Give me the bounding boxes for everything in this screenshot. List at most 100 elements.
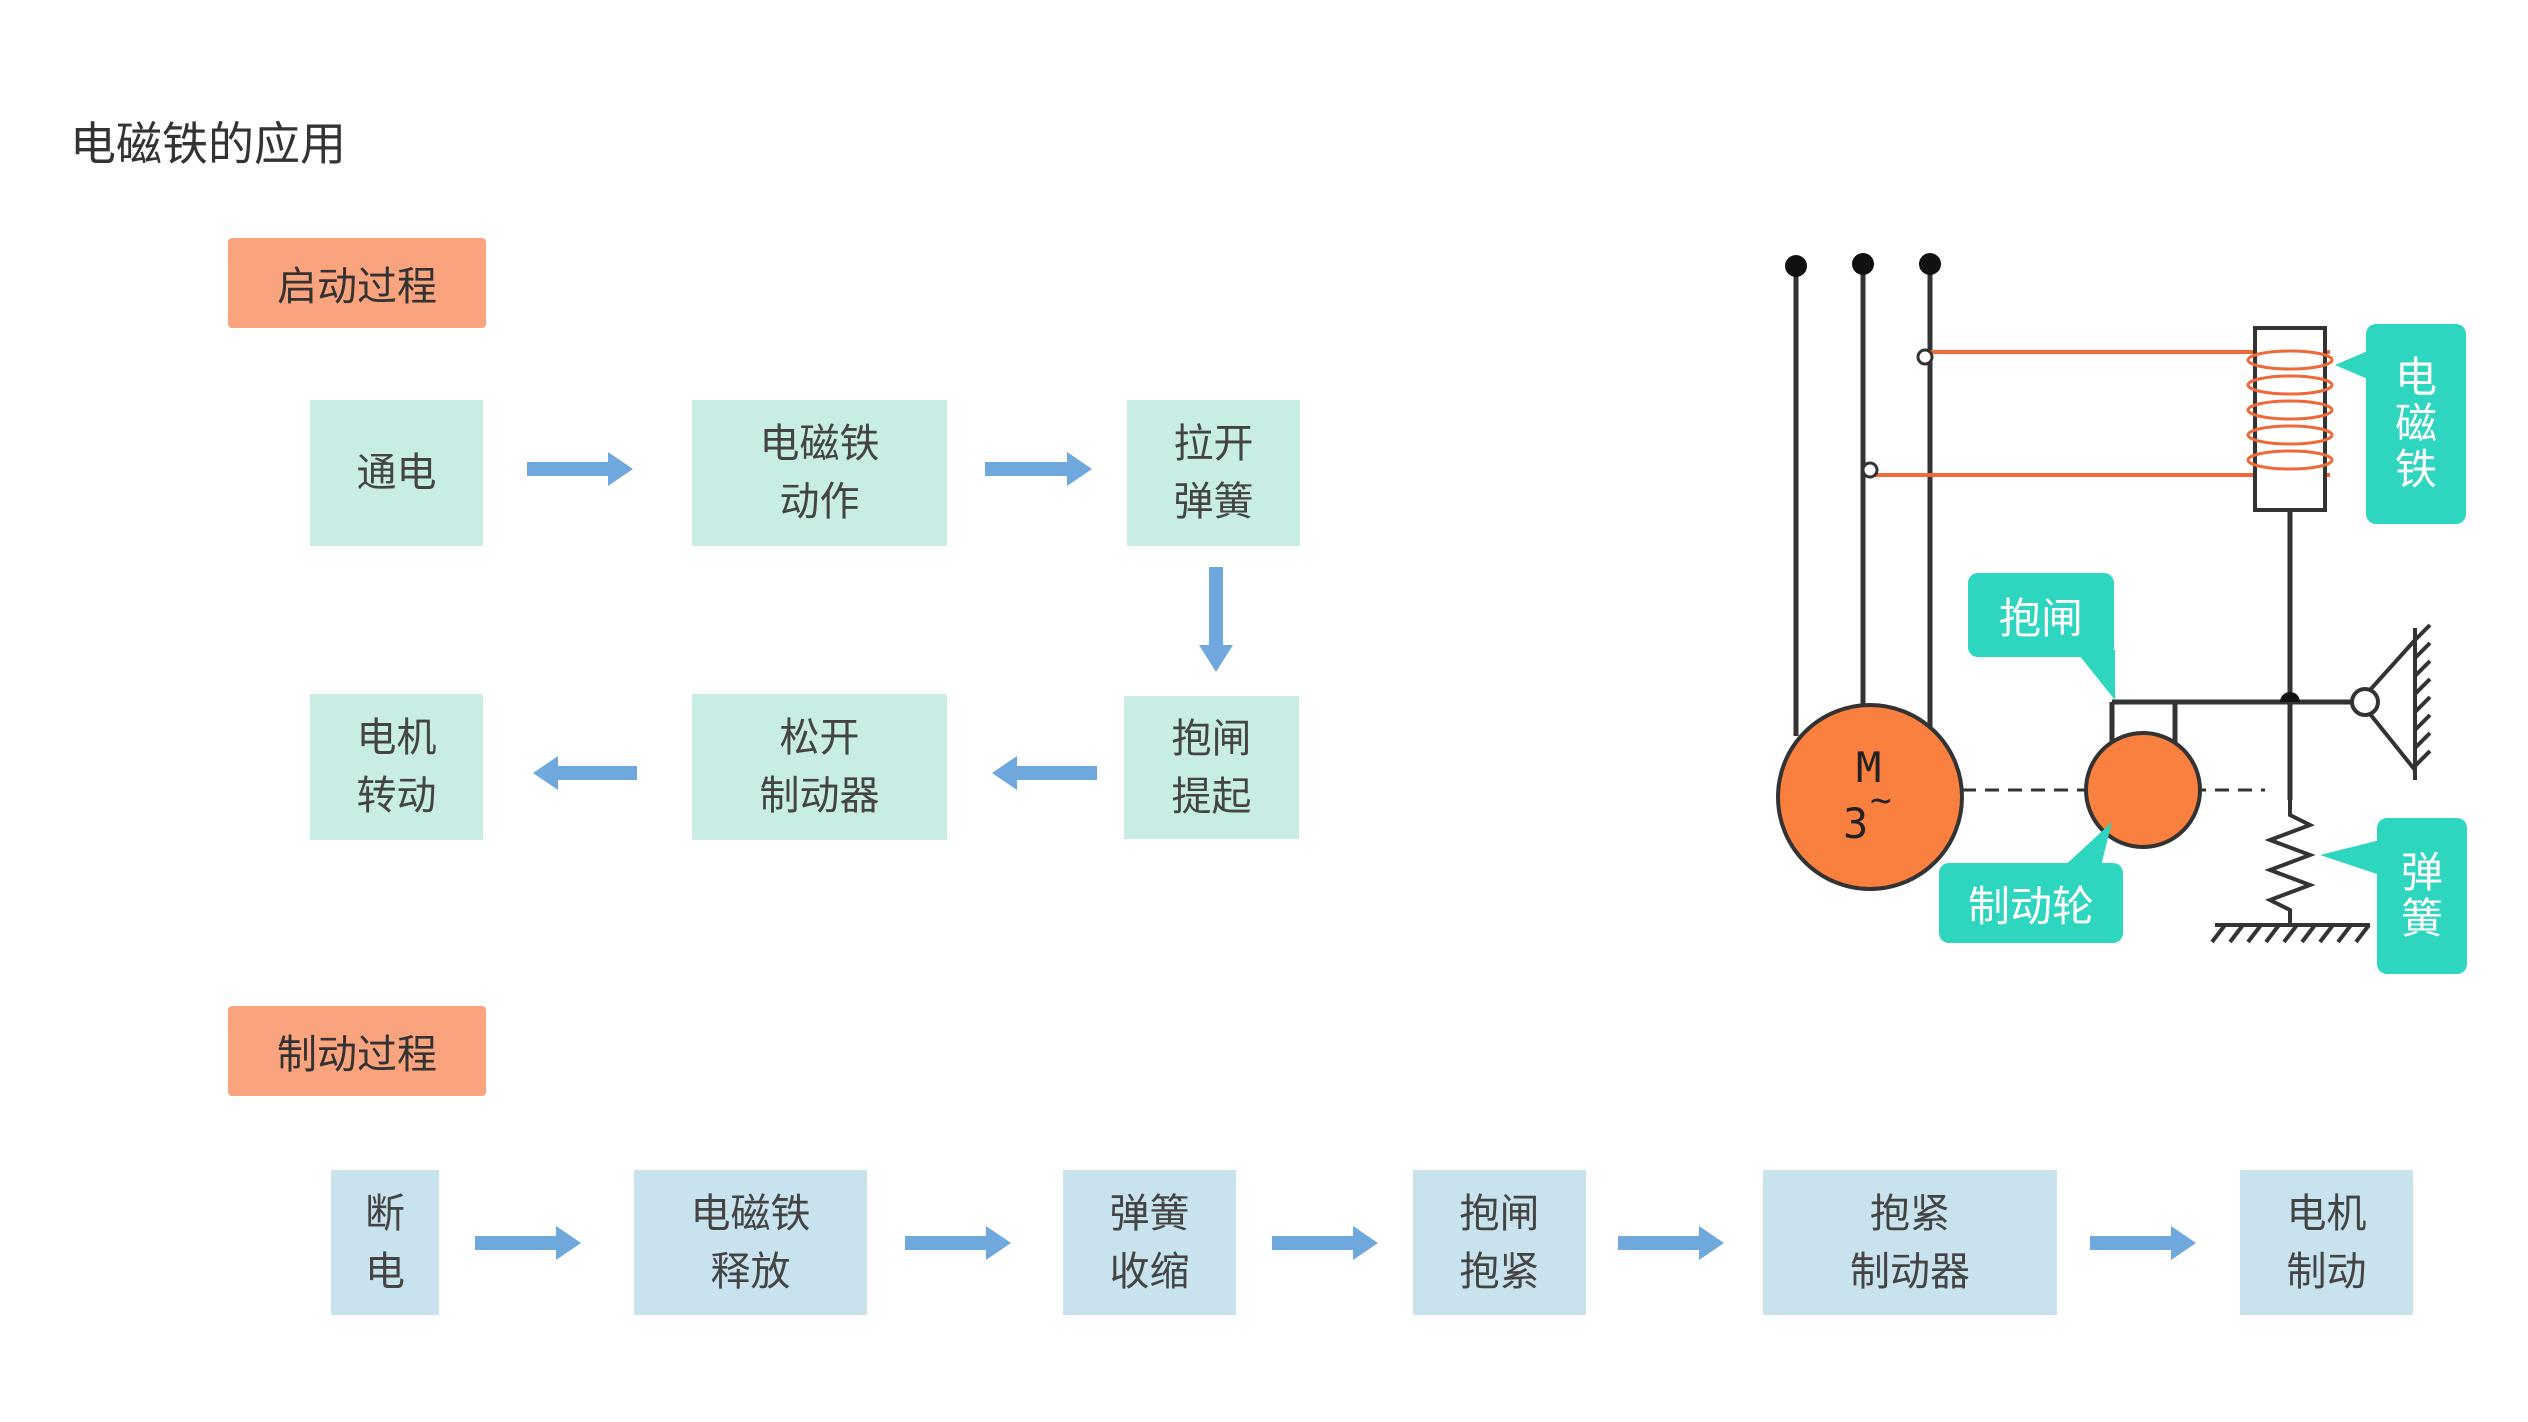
terminals [1785,253,1941,277]
arrow-down-1 [1199,567,1233,672]
step-text-line1: 电机 [2286,1190,2367,1237]
hatch [2354,923,2371,944]
hatch [2300,923,2317,944]
step-text-line1: 弹簧 [1109,1190,1190,1237]
step-text-line2: 释放 [710,1248,791,1295]
step-text-line2: 电 [365,1248,405,1295]
arrow-right-4 [905,1226,1011,1260]
hatch [2318,923,2335,944]
hatch [2413,749,2432,768]
callout-char: 弹 [2400,848,2443,897]
brake-wheel [2084,731,2202,849]
brake-step-clamp-brake: 抱紧 制动器 [1763,1170,2057,1315]
motor-body [1776,703,1964,891]
power-lines [1793,265,1933,736]
step-text-line2: 制动器 [759,773,880,819]
wire-junction-2 [1861,461,1879,479]
hatch [2282,923,2299,944]
coil-turn [2246,399,2334,421]
motor-label-m: M [1856,743,1881,792]
hatch [2413,641,2432,660]
spring-coil [2264,800,2316,925]
arrow-right-3 [475,1226,581,1260]
brake-step-electromagnet-release: 电磁铁 释放 [634,1170,867,1315]
step-text-line1: 电磁铁 [759,421,880,467]
callout-text: 制动轮 [1967,881,2094,931]
wire-junction-1 [1916,348,1934,366]
lever-pivot [2280,692,2300,702]
support-arm-upper [2368,638,2417,692]
callout-char: 铁 [2394,445,2437,494]
coil-turn [2246,349,2334,371]
brake-process-badge: 制动过程 [228,1006,486,1096]
electromagnet-coil [2246,349,2334,471]
arrow-right-5 [1272,1226,1378,1260]
motor-label-3: 3 [1843,799,1868,848]
step-text-line2: 收缩 [1109,1248,1190,1295]
terminal-3 [1919,253,1941,275]
brake-step-spring-contract: 弹簧 收缩 [1063,1170,1236,1315]
step-text-line1: 抱闸 [1171,715,1252,762]
pointer-electromagnet [2335,350,2370,380]
hatch [2413,623,2432,642]
hatch [2413,659,2432,678]
pointer-brake-wheel [2060,822,2112,870]
hatch [2264,923,2281,944]
terminal-2 [1852,253,1874,275]
step-text-line2: 动作 [779,479,860,525]
step-text-line1: 抱闸 [1459,1190,1540,1237]
pointer-brake-shoe [2075,650,2115,700]
step-text-line1: 电机 [356,715,437,761]
callout-char: 簧 [2400,894,2443,943]
hatch [2413,695,2432,714]
flow-arrows [475,452,2196,1260]
start-step-power-on: 通电 [310,400,483,546]
start-process-label: 启动过程 [277,264,437,310]
arrow-right-7 [2090,1226,2196,1260]
coil-turn [2246,424,2334,446]
arrow-right-1 [527,452,633,486]
page-title: 电磁铁的应用 [70,117,346,171]
hatch [2413,677,2432,696]
callout-spring: 弹 簧 [2377,818,2467,974]
brake-step-shoe-clamp: 抱闸 抱紧 [1413,1170,1586,1315]
arrow-right-6 [1618,1226,1724,1260]
callout-electromagnet: 电 磁 铁 [2366,324,2466,524]
start-step-brake-lift: 抱闸 提起 [1124,696,1299,839]
coil-turn [2246,374,2334,396]
spring-ground [2210,923,2371,944]
motor-label-tilde: ~ [1870,780,1892,821]
start-step-pull-spring: 拉开 弹簧 [1127,400,1300,546]
callout-brake-shoe: 抱闸 [1968,573,2114,657]
callout-pointers [2060,350,2380,875]
start-step-motor-rotates: 电机 转动 [310,694,483,840]
arrow-left-1 [992,756,1097,790]
brake-step-motor-brake: 电机 制动 [2240,1170,2413,1315]
step-text: 通电 [356,450,437,496]
terminal-1 [1785,255,1807,277]
step-text-line2: 转动 [356,773,437,819]
coil-turn [2246,449,2334,471]
hatch [2228,923,2245,944]
hatch [2210,923,2227,944]
lever-pivot-point [2350,687,2380,717]
brake-process-label: 制动过程 [277,1032,437,1078]
callout-brake-wheel: 制动轮 [1939,863,2123,943]
start-step-release-brake: 松开 制动器 [692,694,947,840]
step-text-line1: 断 [365,1190,405,1237]
hatch [2246,923,2263,944]
step-text-line2: 抱紧 [1459,1248,1540,1295]
step-text-line1: 松开 [779,715,860,761]
step-text-line2: 弹簧 [1173,479,1254,525]
support-arm-lower [2368,712,2417,772]
arrow-right-2 [985,452,1092,486]
hatch [2413,731,2432,750]
step-text-line2: 制动 [2286,1248,2367,1295]
hatch [2413,713,2432,732]
start-step-electromagnet-acts: 电磁铁 动作 [692,400,947,546]
step-text-line2: 提起 [1171,773,1252,820]
step-text-line1: 拉开 [1173,421,1254,467]
pivot-support [2368,623,2432,780]
callout-text: 抱闸 [1998,593,2083,643]
step-text-line1: 抱紧 [1870,1190,1950,1237]
